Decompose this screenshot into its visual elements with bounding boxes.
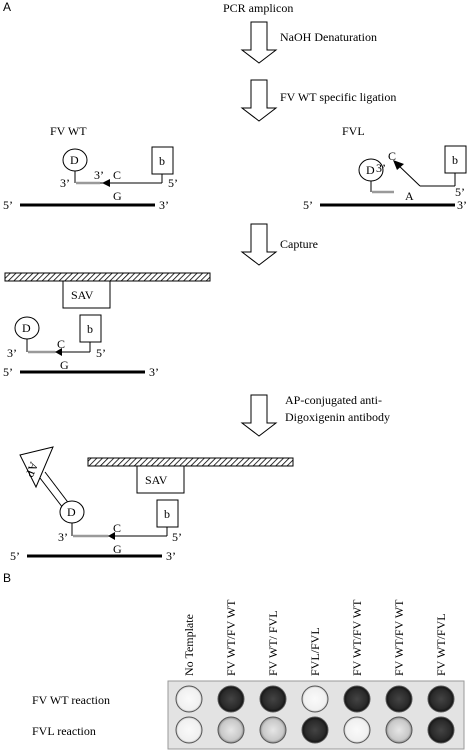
antibody-link bbox=[39, 477, 64, 509]
plate-well-light bbox=[217, 716, 245, 744]
fvwt-title: FV WT bbox=[50, 124, 87, 138]
pcr-amplicon-label: PCR amplicon bbox=[223, 1, 293, 15]
three-prime-label: 3’ bbox=[149, 365, 159, 379]
plate-well-dark bbox=[217, 685, 245, 713]
elisa-plate: No Template FV WT/FV WT FV WT/ FVL FVL/FVL F… bbox=[32, 599, 465, 750]
plate-well-dark bbox=[343, 685, 371, 713]
plate-column-header: FVL/FVL bbox=[308, 627, 322, 676]
plate-column-header: No Template bbox=[182, 614, 196, 676]
three-prime-label: 3’ bbox=[159, 198, 169, 212]
five-prime-label: 5’ bbox=[168, 176, 178, 190]
fvl-title: FVL bbox=[342, 124, 365, 138]
plate-row-label: FV WT reaction bbox=[32, 693, 110, 707]
down-arrow-icon bbox=[240, 79, 278, 122]
plate-well-clear bbox=[175, 716, 203, 744]
plate-column-header: FV WT/FV WT bbox=[392, 599, 406, 676]
three-prime-label: 3’ bbox=[60, 176, 70, 190]
step-naoh-denaturation: NaOH Denaturation bbox=[280, 30, 377, 44]
sav-label: SAV bbox=[71, 288, 94, 302]
plate-well-dark bbox=[385, 685, 413, 713]
ap-label: AP bbox=[22, 460, 41, 480]
d-label: D bbox=[22, 321, 31, 335]
plate-column-header: FV WT/FV WT bbox=[350, 599, 364, 676]
plate-well-light bbox=[259, 716, 287, 744]
step-fvwt-specific-ligation: FV WT specific ligation bbox=[280, 90, 396, 104]
five-prime-label: 5’ bbox=[3, 365, 13, 379]
alkaline-phosphatase-triangle bbox=[19, 446, 54, 489]
plate-well-dark bbox=[427, 685, 455, 713]
three-prime-label: 3’ bbox=[376, 161, 386, 175]
c-base-label: C bbox=[57, 337, 65, 351]
step-capture: Capture bbox=[280, 237, 318, 251]
g-base-label: G bbox=[113, 542, 122, 556]
plate-well-clear bbox=[301, 685, 329, 713]
three-prime-label: 3’ bbox=[457, 198, 467, 212]
c-base-label: C bbox=[113, 521, 121, 535]
fvl-ligation-diagram: FVL D b C 3’ 5’ A 5’ 3’ bbox=[303, 124, 467, 212]
c-base-label: C bbox=[113, 168, 121, 182]
b-label: b bbox=[87, 322, 93, 336]
d-label: D bbox=[366, 163, 375, 177]
plate-well-light bbox=[385, 716, 413, 744]
plate-row-label: FVL reaction bbox=[32, 724, 96, 738]
capture-diagram: SAV b D 3’ C 5’ G 5’ 3’ bbox=[3, 272, 211, 379]
plate-well-dark bbox=[301, 716, 329, 744]
three-prime-label: 3’ bbox=[7, 346, 17, 360]
five-prime-label: 5’ bbox=[96, 346, 106, 360]
five-prime-label: 5’ bbox=[10, 549, 20, 563]
b-label: b bbox=[159, 154, 165, 168]
panel-a-label: A bbox=[3, 0, 11, 14]
three-prime-label: 3’ bbox=[94, 168, 104, 182]
step-ap-antibody-line2: Digoxigenin antibody bbox=[285, 410, 390, 424]
detection-diagram: SAV b AP D 3’ C 5’ G 5’ 3’ bbox=[10, 446, 294, 563]
b-label: b bbox=[164, 507, 170, 521]
five-prime-label: 5’ bbox=[455, 185, 465, 199]
hatched-plate-surface bbox=[87, 457, 294, 467]
sav-label: SAV bbox=[145, 473, 168, 487]
fvwt-ligation-diagram: FV WT D b 3’ 3’ C 5’ G 5’ 3’ bbox=[3, 124, 178, 212]
g-base-label: G bbox=[113, 189, 122, 203]
c-base-label: C bbox=[388, 149, 396, 163]
biotin-box bbox=[151, 146, 174, 175]
five-prime-label: 5’ bbox=[3, 198, 13, 212]
d-label: D bbox=[70, 153, 79, 167]
step-ap-antibody-line1: AP-conjugated anti- bbox=[285, 393, 382, 407]
streptavidin-box bbox=[62, 280, 111, 309]
plate-column-header: FV WT/ FVL bbox=[266, 610, 280, 676]
plate-column-header: FV WT/FVL bbox=[434, 613, 448, 676]
b-label: b bbox=[452, 153, 458, 167]
plate-well-clear bbox=[175, 685, 203, 713]
plate-well-dark bbox=[259, 685, 287, 713]
plate-column-header: FV WT/FV WT bbox=[224, 599, 238, 676]
hatched-plate-surface bbox=[4, 272, 211, 282]
d-label: D bbox=[67, 505, 76, 519]
down-arrow-icon bbox=[240, 394, 278, 437]
three-prime-label: 3’ bbox=[166, 549, 176, 563]
plate-well-clear bbox=[343, 716, 371, 744]
streptavidin-box bbox=[136, 465, 185, 494]
down-arrow-icon bbox=[240, 223, 278, 266]
a-base-label: A bbox=[405, 189, 414, 203]
five-prime-label: 5’ bbox=[303, 198, 313, 212]
plate-well-dark bbox=[427, 716, 455, 744]
down-arrow-icon bbox=[240, 21, 278, 64]
five-prime-label: 5’ bbox=[172, 530, 182, 544]
three-prime-label: 3’ bbox=[58, 530, 68, 544]
g-base-label: G bbox=[60, 358, 69, 372]
panel-b-label: B bbox=[3, 571, 11, 585]
